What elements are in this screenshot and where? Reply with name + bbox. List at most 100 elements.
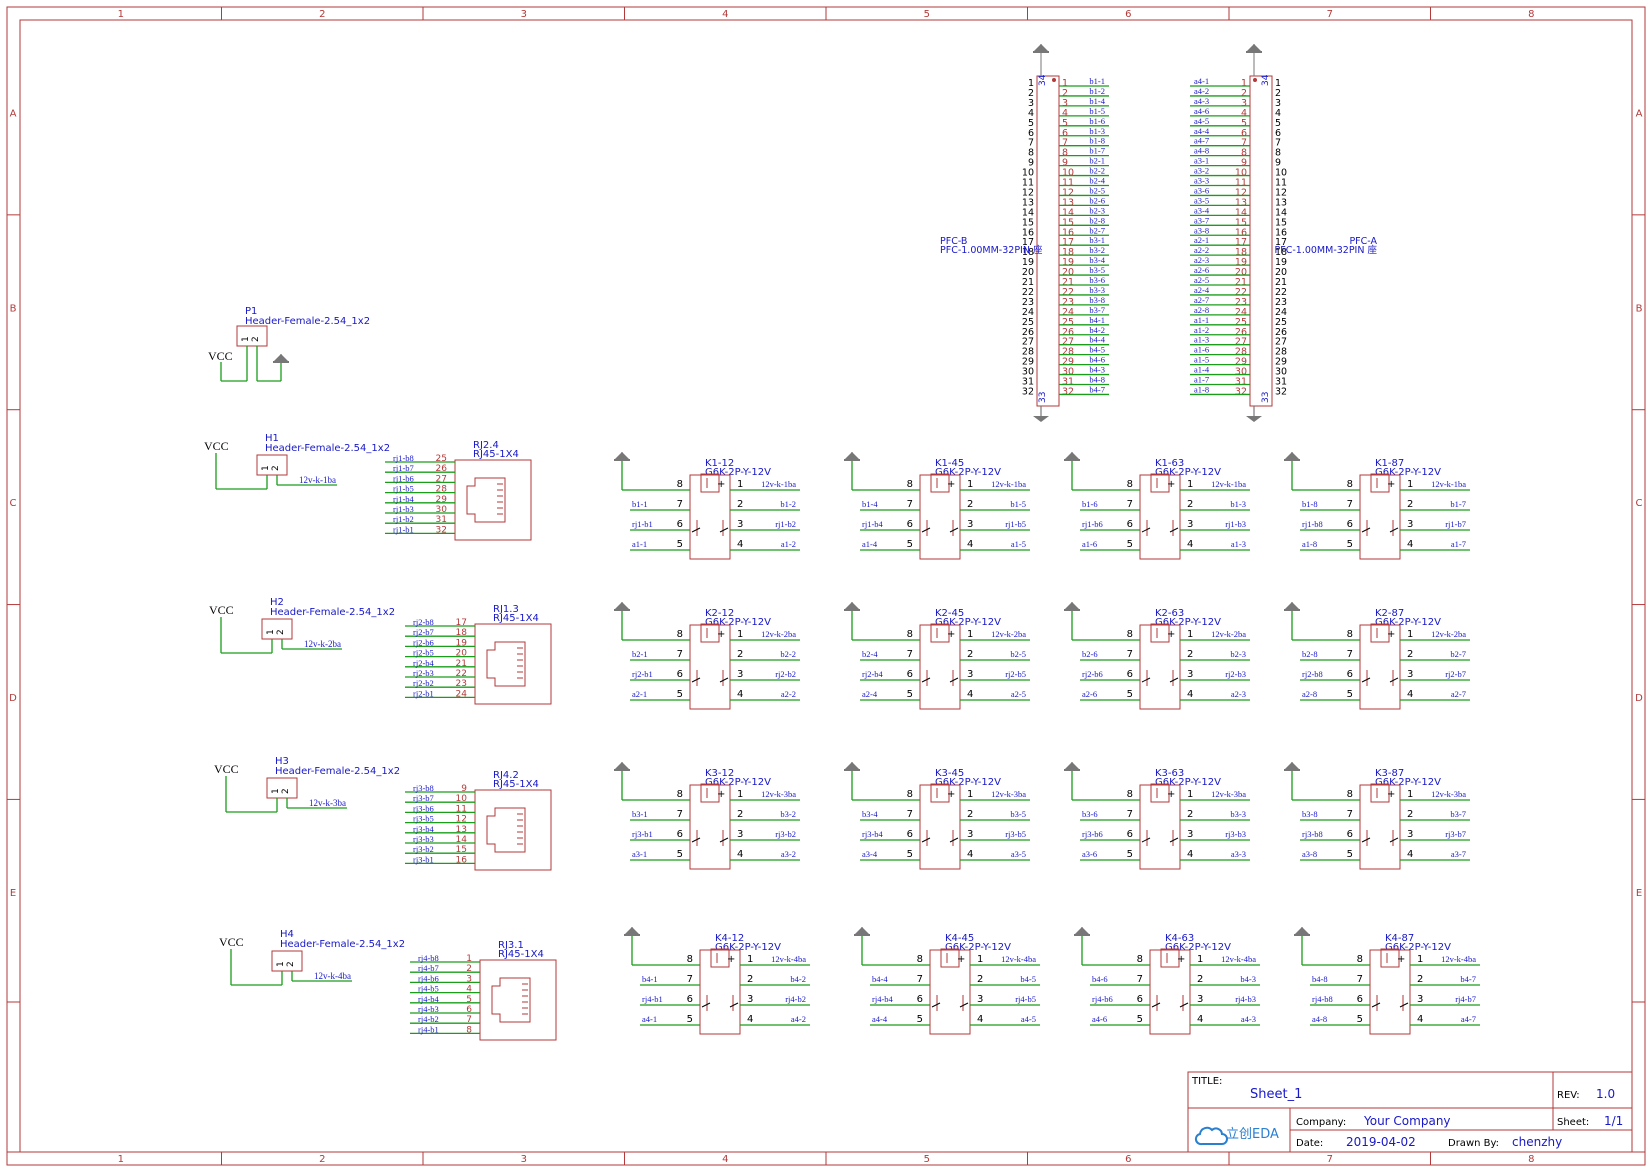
pin-number: 20 (456, 649, 468, 659)
pin-number: 3 (1407, 519, 1413, 530)
pin-number: 24 (1022, 307, 1034, 318)
net-label: b3-5 (1010, 809, 1026, 819)
pin-number: 33 (1261, 392, 1271, 403)
pin-number: 9 (461, 784, 467, 794)
pin-number: 2 (271, 465, 281, 471)
ground-arrow (1284, 762, 1300, 770)
net-label: a4-3 (1194, 96, 1209, 106)
net-label: b4-3 (1240, 974, 1256, 984)
net-label: a1-1 (1194, 315, 1209, 325)
net-label: a1-8 (1302, 539, 1317, 549)
switch-blade (931, 1002, 941, 1008)
pin-number: 8 (907, 629, 913, 640)
net-label: rj2-b2 (413, 678, 434, 688)
pin-number: 4 (967, 539, 973, 550)
relay-coil (930, 623, 950, 643)
net-label: b3-2 (1089, 245, 1105, 255)
pin-number: 10 (1022, 168, 1034, 179)
pin-number: 11 (1275, 178, 1287, 189)
pin-number: 11 (456, 804, 467, 814)
net-label: b3-7 (1089, 305, 1105, 315)
pin-number: 1 (1187, 479, 1193, 490)
coil-plus: + (1177, 954, 1185, 965)
pin-number: 3 (1028, 98, 1034, 109)
net-label: b2-8 (1302, 649, 1318, 659)
relay-body (1149, 949, 1191, 1035)
ground-symbol (273, 354, 289, 363)
ground-symbol (1064, 762, 1080, 771)
ground-symbol (614, 452, 630, 461)
pin-number: 6 (1347, 519, 1353, 530)
pin-number: 5 (1028, 118, 1034, 129)
ground-arrow (614, 762, 630, 770)
drawn-label: Drawn By: (1448, 1138, 1499, 1149)
net-label: rj3-b1 (413, 854, 434, 864)
net-label: rj2-b6 (1082, 669, 1103, 679)
pin-number: 29 (1275, 357, 1287, 368)
part-ref: RJ3.1 (498, 940, 524, 951)
pin-number: 7 (1137, 974, 1143, 985)
pin-number: 3 (1407, 669, 1413, 680)
ground-arrow (1033, 416, 1049, 422)
pin-number: 28 (1275, 347, 1287, 358)
net-label: a3-3 (1194, 176, 1209, 186)
pin-number: 4 (1407, 849, 1413, 860)
pin-number: 8 (1275, 148, 1281, 159)
net-label: rj4-b1 (642, 994, 663, 1004)
net-label: b1-1 (632, 499, 648, 509)
pin-number: 32 (1062, 386, 1074, 397)
pin-number: 8 (677, 479, 683, 490)
pin-number: 2 (737, 649, 743, 660)
net-label: a4-8 (1194, 146, 1209, 156)
pin-number: 4 (1187, 849, 1193, 860)
pin-number: 9 (1241, 158, 1247, 169)
pin-number: 24 (1062, 307, 1074, 318)
pin-number: 8 (907, 479, 913, 490)
pin-number: 25 (436, 454, 447, 464)
pin-number: 1 (1407, 629, 1413, 640)
pin-number: 26 (1022, 327, 1034, 338)
net-label: 12v-k-2ba (304, 639, 341, 649)
pin-number: 30 (1235, 367, 1247, 378)
relay-coil (700, 623, 720, 643)
pin-number: 4 (967, 689, 973, 700)
rj45-body (474, 789, 552, 871)
pin-number: 2 (967, 499, 973, 510)
net-label: b1-7 (1450, 499, 1466, 509)
rj45-jack-outline (486, 641, 526, 687)
pin-number: 2 (737, 499, 743, 510)
pin-number: 1 (737, 479, 743, 490)
net-label: rj3-b2 (413, 844, 434, 854)
switch-blade (1361, 677, 1371, 683)
relay-body (1139, 474, 1181, 560)
ground-arrow (1064, 762, 1080, 770)
net-label: b4-5 (1089, 345, 1105, 355)
header-body (236, 325, 268, 347)
part-value: RJ45-1X4 (493, 779, 539, 790)
pin-number: 13 (456, 825, 467, 835)
pin-number: 20 (1235, 267, 1247, 278)
pin-number: 2 (1187, 809, 1193, 820)
relay-body (1139, 784, 1181, 870)
pin-number: 13 (1235, 197, 1247, 208)
pin-number: 6 (1347, 829, 1353, 840)
ground-arrow (844, 602, 860, 610)
vcc-label: VCC (204, 439, 229, 453)
switch-blade (1389, 837, 1399, 843)
net-label: rj1-b6 (1082, 519, 1103, 529)
net-label: a3-8 (1302, 849, 1317, 859)
net-label: a3-1 (632, 849, 647, 859)
net-label: 12v-k-2ba (991, 629, 1026, 639)
inner-border (19, 19, 1633, 1153)
part-ref: K2-87 (1375, 608, 1404, 619)
title-label: TITLE: (1191, 1076, 1222, 1087)
relay-coil (1150, 473, 1170, 493)
net-label: a2-8 (1302, 689, 1317, 699)
grid-col-label: 3 (521, 9, 527, 20)
pin-number: 28 (1022, 347, 1034, 358)
